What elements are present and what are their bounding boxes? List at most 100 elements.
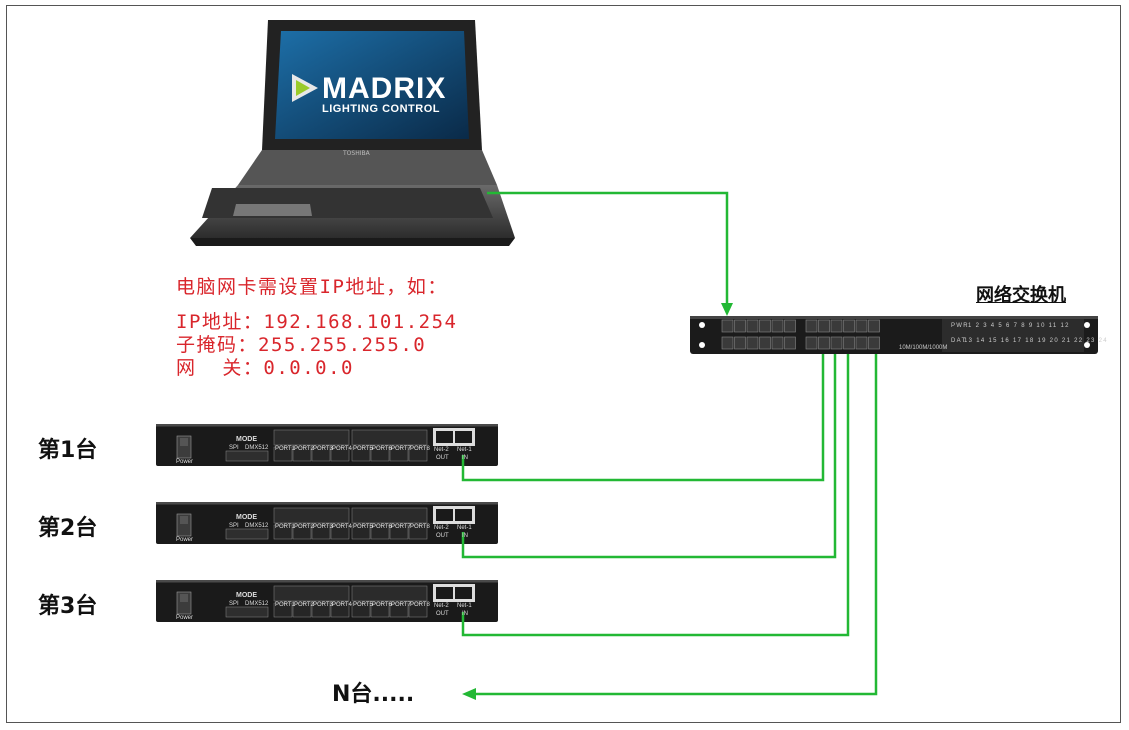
ethernet-port-icon: [436, 509, 453, 521]
switch-port: [734, 336, 746, 350]
switch-port: [784, 319, 796, 333]
laptop-icon: [190, 20, 515, 246]
switch-port: [759, 319, 771, 333]
diagram-frame: [6, 5, 1121, 723]
switch-speed-label: 10M/100M/1000M: [899, 345, 948, 351]
device-out-label: OUT: [436, 611, 449, 617]
device-port-label: PORT1: [275, 446, 295, 452]
switch-port: [721, 336, 734, 350]
device-port-label: PORT2: [294, 602, 314, 608]
device-out-label: OUT: [436, 533, 449, 539]
controller-device-3: [156, 580, 498, 622]
ethernet-port-icon: [455, 431, 472, 443]
device-mode-label: MODE: [236, 514, 257, 521]
device-port-label: PORT2: [294, 524, 314, 530]
device-in-label: IN: [462, 533, 468, 539]
switch-port: [771, 319, 784, 333]
arrow-to-switch: [721, 303, 733, 316]
device-mode-label: MODE: [236, 436, 257, 443]
network-switch-icon: [690, 316, 1098, 354]
switch-led-row1-head: PWR: [951, 323, 969, 329]
device-net1-label: Net-1: [457, 525, 472, 531]
device-port-label: PORT8: [410, 524, 430, 530]
device-port-label: PORT6: [372, 446, 392, 452]
switch-port: [868, 336, 880, 350]
device-spi-label: SPI: [229, 445, 239, 451]
device-power-label: Power: [176, 537, 194, 543]
switch-port: [784, 336, 796, 350]
note-line-3: 子掩码：255.255.255.0: [176, 334, 427, 356]
switch-port: [805, 319, 818, 333]
laptop-maker-text: TOSHIBA: [343, 150, 370, 157]
device-port-label: PORT5: [353, 602, 373, 608]
switch-to-unit1-line: [461, 354, 825, 482]
device-in-label: IN: [462, 611, 468, 617]
note-line-2: IP地址：192.168.101.254: [176, 311, 458, 333]
device-port-label: PORT6: [372, 602, 392, 608]
switch-port: [818, 336, 830, 350]
switch-port-grid: [721, 319, 880, 350]
switch-port: [721, 319, 734, 333]
note-line-4: 网 关：0.0.0.0: [176, 357, 354, 379]
laptop-to-switch-line: [487, 191, 729, 307]
device-dmx-label: DMX512: [245, 523, 269, 529]
device-port-label: PORT7: [391, 524, 411, 530]
laptop-brand: MADRIX LIGHTING CONTROL: [322, 74, 462, 116]
device-port-label: PORT4: [332, 602, 352, 608]
switch-port: [855, 319, 868, 333]
device-port-label: PORT3: [313, 602, 333, 608]
device-port-label: PORT2: [294, 446, 314, 452]
switch-port: [830, 319, 843, 333]
device-port-label: PORT8: [410, 602, 430, 608]
device-net2-label: Net-2: [434, 603, 449, 609]
device-dmx-label: DMX512: [245, 601, 269, 607]
device-net2-label: Net-2: [434, 447, 449, 453]
switch-led-row1: 1 2 3 4 5 6 7 8 9 10 11 12: [968, 323, 1070, 329]
device-port-label: PORT3: [313, 446, 333, 452]
device-out-label: OUT: [436, 455, 449, 461]
arrow-to-more: [462, 688, 476, 700]
controller-device-2: [156, 502, 498, 544]
unit-label-2: 第2台: [38, 516, 98, 541]
note-line-1: 电脑网卡需设置IP地址，如：: [176, 276, 448, 298]
device-dmx-label: DMX512: [245, 445, 269, 451]
unit-label-1: 第1台: [38, 438, 98, 463]
device-group: [156, 424, 498, 622]
device-power-label: Power: [176, 459, 194, 465]
device-port-label: PORT5: [353, 446, 373, 452]
ethernet-port-icon: [436, 587, 453, 599]
switch-port: [818, 319, 830, 333]
switch-port: [734, 319, 746, 333]
ethernet-port-icon: [436, 431, 453, 443]
device-port-label: PORT7: [391, 602, 411, 608]
switch-to-unit3-line: [461, 354, 850, 637]
switch-port: [843, 319, 855, 333]
switch-port: [843, 336, 855, 350]
switch-port: [759, 336, 771, 350]
switch-port: [746, 319, 759, 333]
switch-to-more-line: [476, 354, 878, 696]
device-port-label: PORT4: [332, 524, 352, 530]
unit-label-3: 第3台: [38, 594, 98, 619]
brand-sub-text: LIGHTING CONTROL: [322, 103, 440, 115]
controller-device-1: [156, 424, 498, 466]
device-port-label: PORT4: [332, 446, 352, 452]
switch-led-row2-head: DAT: [951, 338, 967, 344]
madrix-logo: [292, 74, 318, 102]
device-port-label: PORT3: [313, 524, 333, 530]
device-spi-label: SPI: [229, 523, 239, 529]
switch-port: [855, 336, 868, 350]
switch-title: 网络交换机: [976, 285, 1066, 306]
device-net2-label: Net-2: [434, 525, 449, 531]
device-port-label: PORT5: [353, 524, 373, 530]
device-mode-label: MODE: [236, 592, 257, 599]
device-power-label: Power: [176, 615, 194, 621]
switch-led-row2: 13 14 15 16 17 18 19 20 21 22 23 24: [964, 338, 1108, 344]
device-port-label: PORT7: [391, 446, 411, 452]
ethernet-port-icon: [455, 587, 472, 599]
device-port-label: PORT8: [410, 446, 430, 452]
device-in-label: IN: [462, 455, 468, 461]
device-port-label: PORT1: [275, 602, 295, 608]
unit-label-more: N台.....: [332, 682, 415, 707]
